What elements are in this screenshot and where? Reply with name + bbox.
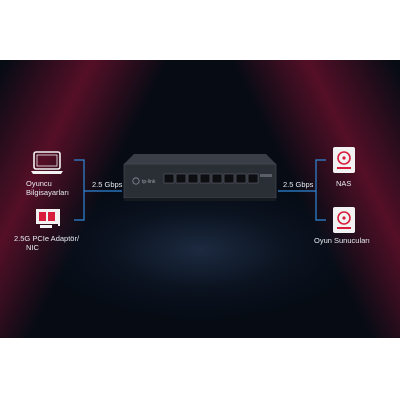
nas-icon [331, 146, 357, 179]
port-8 [247, 173, 259, 184]
laptop-icon [30, 150, 64, 181]
port-3 [187, 173, 199, 184]
port-4 [199, 173, 211, 184]
network-switch: tp-link [120, 154, 280, 202]
right-device-1-label: NAS [336, 179, 352, 188]
right-device-2-label: Oyun Sunucuları [314, 236, 370, 245]
connection-lines [74, 159, 326, 221]
switch-brand-text: tp-link [142, 179, 156, 185]
left-device-1-label-line1: Oyuncu [26, 179, 52, 188]
port-1 [163, 173, 175, 184]
left-speed-label: 2.5 Gbps [92, 180, 123, 189]
left-device-1-label: Oyuncu Bilgisayarları [26, 179, 69, 197]
port-6 [223, 173, 235, 184]
ethernet-ports [163, 173, 259, 184]
status-led [260, 174, 272, 177]
left-device-2-label: 2.5G PCIe Adaptör/ NIC [14, 234, 79, 252]
product-banner: Oyuncu Bilgisayarları 2.5G PCIe Adaptör/… [0, 60, 400, 338]
port-2 [175, 173, 187, 184]
port-7 [235, 173, 247, 184]
switch-top-panel [124, 154, 276, 164]
right-bracket-line [315, 159, 326, 221]
network-card-icon [34, 206, 62, 237]
brand-logo-icon [132, 177, 140, 185]
server-icon [331, 206, 357, 239]
right-speed-label: 2.5 Gbps [283, 180, 314, 189]
port-5 [211, 173, 223, 184]
left-bracket-line [74, 159, 85, 221]
left-device-1-label-line2: Bilgisayarları [26, 188, 69, 197]
left-device-2-label-line1: 2.5G PCIe Adaptör/ [14, 234, 80, 243]
left-device-2-label-line2: NIC [26, 243, 39, 252]
